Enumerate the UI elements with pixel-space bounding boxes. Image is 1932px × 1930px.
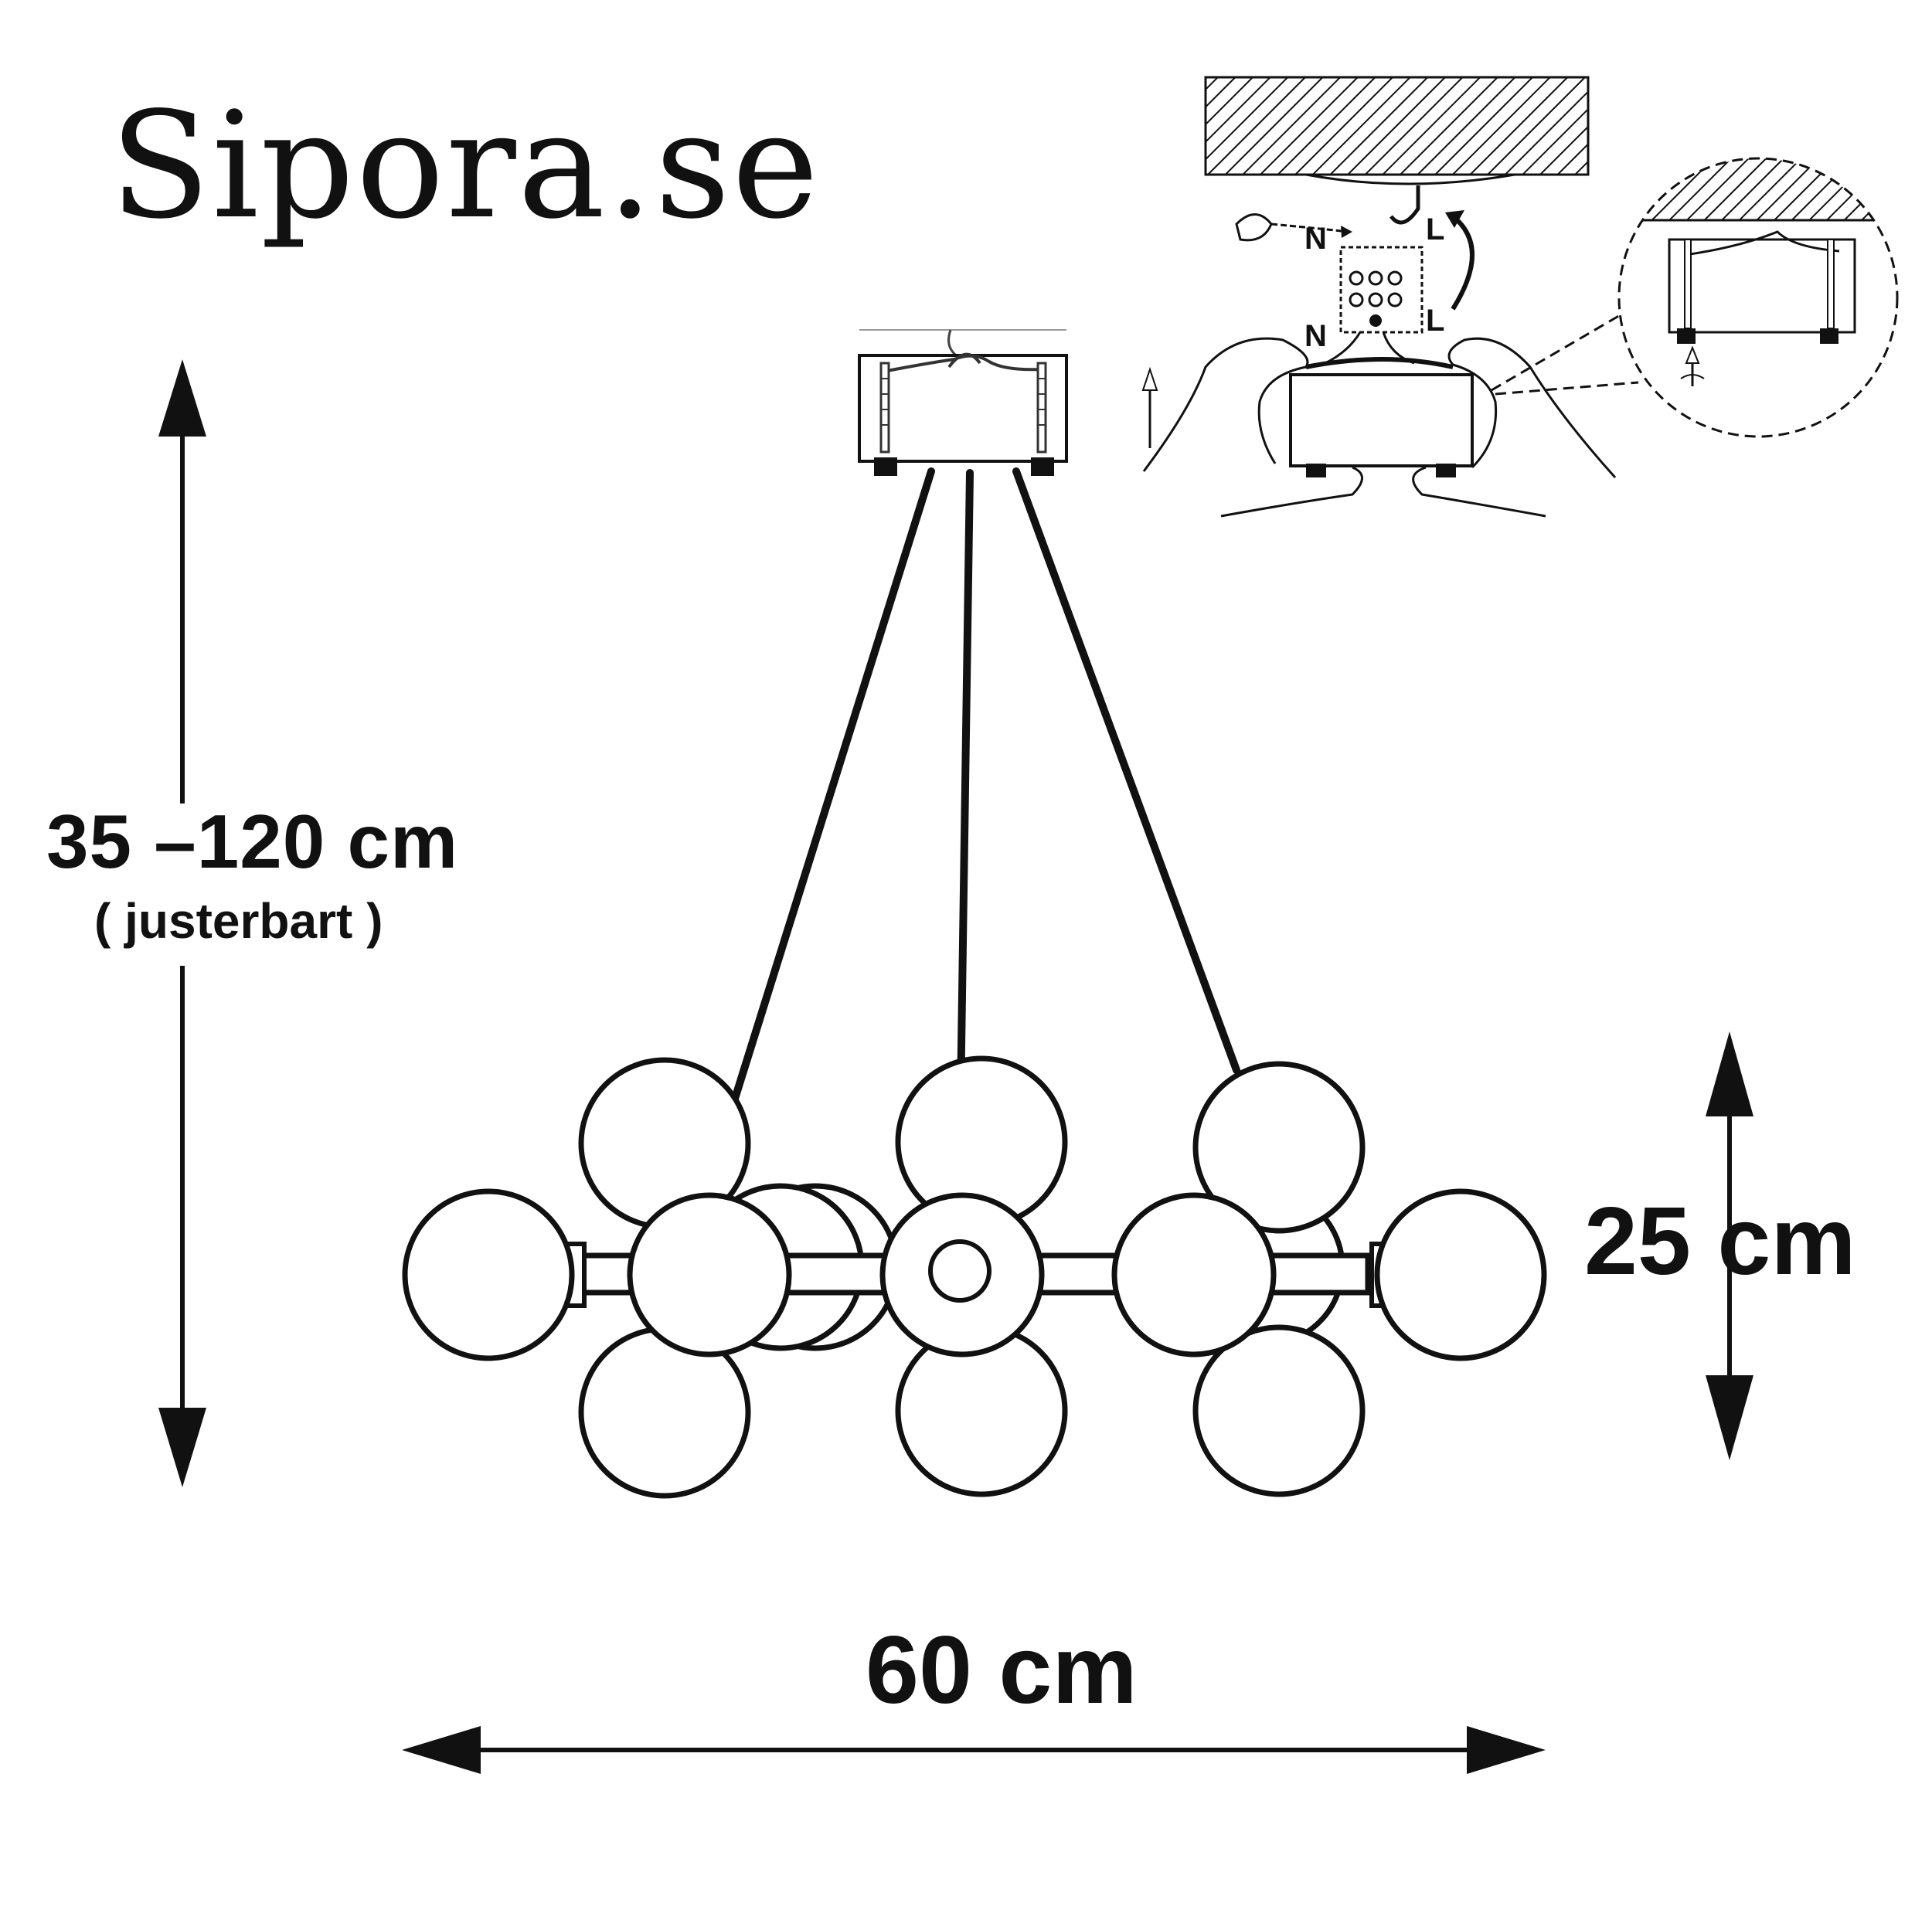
mounting-screw <box>1036 362 1047 454</box>
glass-globe <box>1374 1188 1547 1361</box>
canopy-being-installed <box>1289 373 1474 467</box>
arrowhead-right-icon <box>1467 1726 1546 1774</box>
center-hub <box>928 1239 992 1303</box>
mounting-hook-icon <box>947 329 959 358</box>
live-label-top: L <box>1426 212 1444 246</box>
arrowhead-up-icon <box>1706 1031 1753 1116</box>
curved-arrow-icon <box>1451 214 1475 311</box>
installation-diagram: N L N L <box>1141 76 1899 518</box>
canopy-nut-icon <box>874 457 897 476</box>
glass-globe <box>879 1192 1045 1357</box>
overall-height-label: 35 –120 cm <box>46 799 459 884</box>
brand-wordmark: Sipora.se <box>110 80 821 251</box>
drop-dimension-arrow <box>1706 1031 1753 1460</box>
left-hand-outline <box>1142 337 1309 472</box>
arrowhead-down-icon <box>158 1408 206 1487</box>
right-hand-outline <box>1447 337 1617 479</box>
glass-globe <box>1192 1061 1366 1234</box>
fixture-width-label: 60 cm <box>866 1617 1138 1724</box>
neutral-label-top: N <box>1304 222 1327 256</box>
arrowhead-down-icon <box>1706 1375 1753 1460</box>
ceiling-hatch <box>1204 76 1590 176</box>
glass-globe <box>1111 1192 1277 1357</box>
chandelier-fixture <box>402 1055 1547 1499</box>
canopy-nut-icon <box>1031 457 1054 476</box>
neutral-label-bottom: N <box>1304 319 1327 353</box>
mounting-screw <box>879 362 890 454</box>
arrowhead-left-icon <box>402 1726 481 1774</box>
live-label-bottom: L <box>1426 304 1444 338</box>
terminal-block <box>1339 246 1423 334</box>
screw-rotate-icon <box>1685 345 1700 364</box>
glass-globe <box>402 1188 575 1361</box>
ceiling-canopy <box>858 329 1068 476</box>
glass-globe <box>627 1192 792 1357</box>
glass-globe <box>1192 1324 1366 1497</box>
height-dimension-arrow <box>158 359 206 1487</box>
fixture-height-label: 25 cm <box>1584 1188 1856 1295</box>
arrowhead-up-icon <box>158 359 206 437</box>
plug-icon <box>1235 213 1273 242</box>
lift-arrow-icon <box>1141 366 1158 391</box>
height-adjustable-note: ( justerbart ) <box>94 893 383 949</box>
ceiling-hook-icon <box>1389 185 1420 225</box>
width-dimension-arrow <box>402 1726 1546 1774</box>
